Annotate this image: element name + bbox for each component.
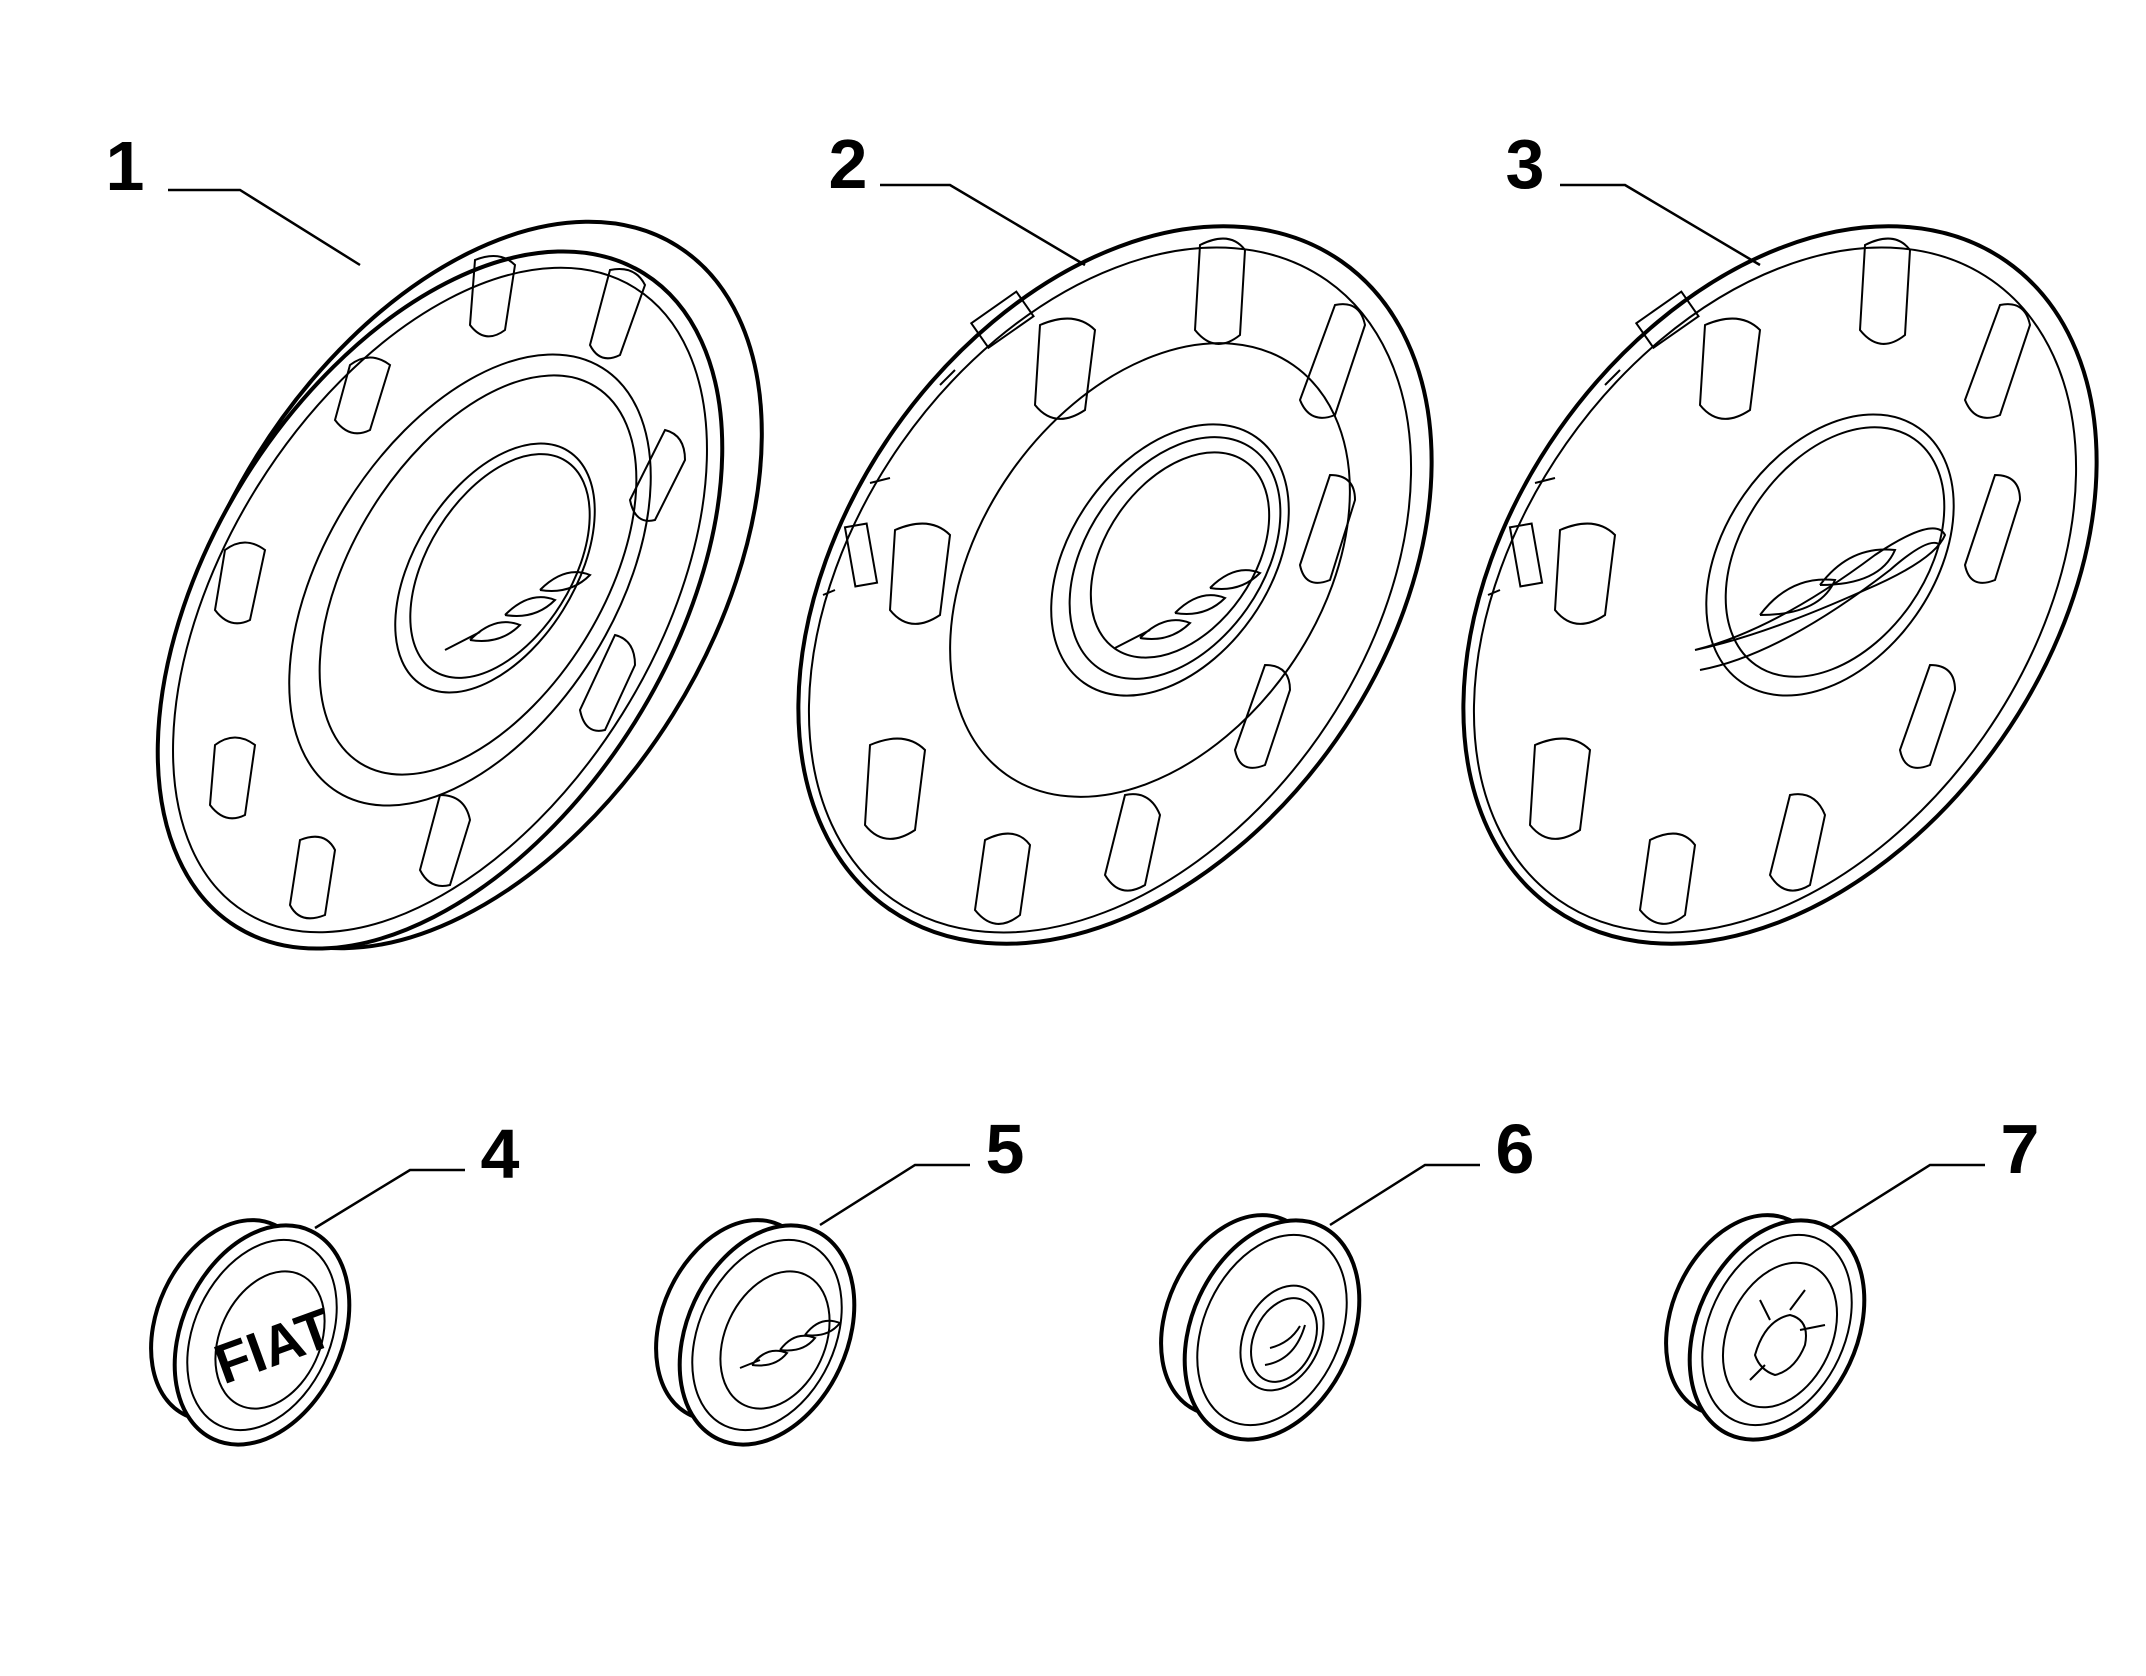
callout-4: 4 bbox=[314, 1115, 520, 1230]
part-3-hubcap[interactable] bbox=[1332, 107, 2146, 1064]
part-number-6: 6 bbox=[1496, 1110, 1535, 1188]
part-number-5: 5 bbox=[986, 1110, 1025, 1188]
part-number-1: 1 bbox=[106, 127, 145, 205]
callout-3: 3 bbox=[1506, 125, 1761, 267]
callout-1: 1 bbox=[106, 127, 361, 267]
part-2-hubcap[interactable] bbox=[667, 107, 1562, 1064]
callout-6: 6 bbox=[1329, 1110, 1535, 1227]
part-number-7: 7 bbox=[2001, 1110, 2040, 1188]
part-number-2: 2 bbox=[829, 125, 868, 203]
part-1-hubcap[interactable] bbox=[41, 116, 885, 1054]
callout-2: 2 bbox=[829, 125, 1086, 267]
part-6-center-cap[interactable] bbox=[1130, 1189, 1393, 1468]
part-number-4: 4 bbox=[481, 1115, 520, 1193]
part-5-center-cap[interactable] bbox=[625, 1194, 888, 1473]
part-4-center-cap[interactable]: FIAT bbox=[120, 1194, 383, 1473]
part-number-3: 3 bbox=[1506, 125, 1545, 203]
callout-5: 5 bbox=[819, 1110, 1025, 1227]
part-7-center-cap[interactable] bbox=[1635, 1189, 1898, 1468]
callout-7: 7 bbox=[1829, 1110, 2040, 1230]
